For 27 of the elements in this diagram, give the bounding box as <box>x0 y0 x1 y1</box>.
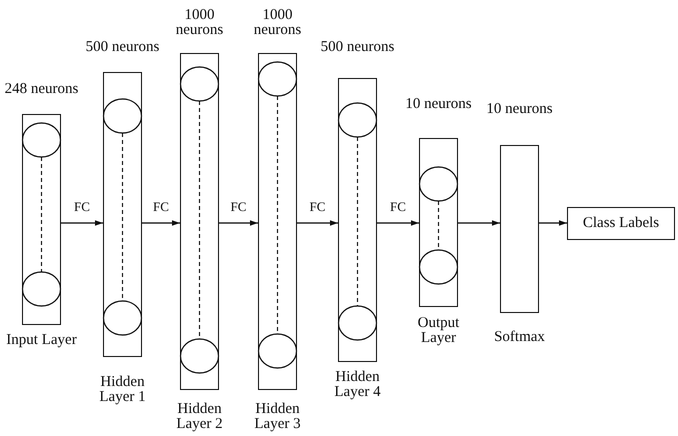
layer-name: Input Layer <box>5 333 78 348</box>
layer-name: Hidden Layer 1 <box>98 375 147 405</box>
arrow <box>142 220 180 226</box>
arrow <box>219 220 258 226</box>
arrow <box>458 220 500 226</box>
edge-label: FC <box>389 199 407 214</box>
neuron-count: 1000 neurons <box>252 8 302 38</box>
node-label: Class Labels <box>582 215 660 232</box>
neuron-count: 10 neurons <box>404 97 473 112</box>
edge-label: FC <box>152 199 170 214</box>
layer-name: Hidden Layer 2 <box>175 402 224 432</box>
layer-name: Hidden Layer 4 <box>333 370 382 400</box>
arrow <box>377 220 419 226</box>
neuron-count: 10 neurons <box>485 102 554 117</box>
edge-label: FC <box>73 199 91 214</box>
arrow <box>297 220 338 226</box>
layer-name: Softmax <box>493 330 546 345</box>
arrow <box>539 220 567 226</box>
edge-label: FC <box>230 199 248 214</box>
neuron-count: 248 neurons <box>4 82 80 97</box>
neuron-count: 500 neurons <box>320 40 396 55</box>
arrow <box>61 220 103 226</box>
neuron-count: 500 neurons <box>84 40 160 55</box>
edge-label: FC <box>308 199 326 214</box>
layer-name: Output Layer <box>416 316 460 346</box>
layer-name: Hidden Layer 3 <box>253 402 302 432</box>
neuron-count: 1000 neurons <box>174 8 224 38</box>
